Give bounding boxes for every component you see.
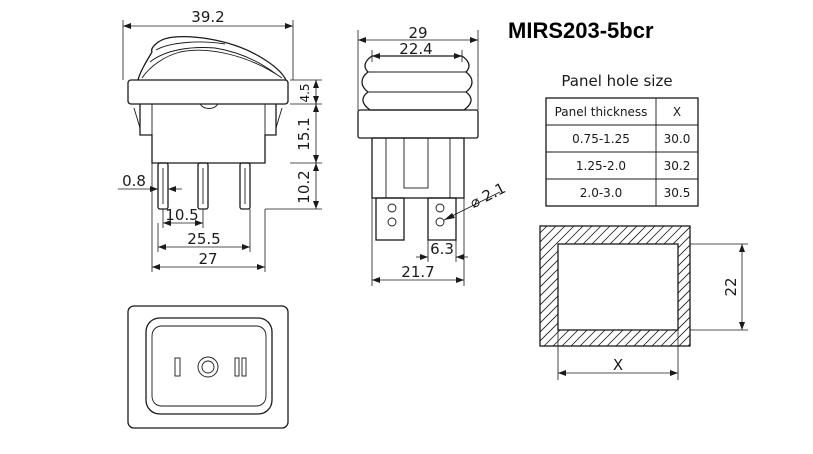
symbol-center-ring-inner bbox=[201, 360, 215, 374]
side-terminals bbox=[157, 162, 251, 210]
symbol-on-bar-1 bbox=[234, 357, 240, 377]
panel-cutout: 22 X bbox=[400, 225, 748, 380]
dim-body-height: 15.1 bbox=[295, 117, 313, 150]
dim-body-width: 27 bbox=[198, 250, 217, 268]
dim-front-width-outer: 29 bbox=[408, 24, 427, 42]
hatch-line bbox=[660, 226, 690, 346]
table-cell: 2.0-3.0 bbox=[580, 186, 623, 200]
hatch-line bbox=[540, 226, 557, 346]
dim-width-top: 39.2 bbox=[191, 8, 224, 26]
table-header-thickness: Panel thickness bbox=[555, 105, 648, 119]
table-cell: 0.75-1.25 bbox=[572, 132, 630, 146]
dim-outer-terminals: 25.5 bbox=[187, 230, 220, 248]
panel-heading: Panel hole size bbox=[561, 72, 672, 90]
symbol-center-ring-outer bbox=[197, 356, 219, 378]
table-cell: 30.2 bbox=[664, 159, 691, 173]
symbol-on-bar-2 bbox=[241, 357, 247, 377]
dim-cutout-width: X bbox=[613, 356, 623, 374]
table-cell: 1.25-2.0 bbox=[576, 159, 626, 173]
dim-base-width: 21.7 bbox=[401, 263, 434, 281]
dim-tab-width: 6.3 bbox=[430, 240, 454, 258]
dim-cap-height: 4.5 bbox=[298, 83, 312, 102]
dim-front-width-inner: 22.4 bbox=[399, 40, 432, 58]
dim-cutout-height: 22 bbox=[722, 277, 740, 296]
symbol-off-bar bbox=[174, 357, 181, 377]
part-number-title: MIRS203-5bcr bbox=[508, 18, 654, 43]
hatch-line bbox=[409, 226, 529, 346]
dim-terminal-pitch: 10.5 bbox=[165, 206, 198, 224]
hatch-line bbox=[540, 226, 566, 346]
panel-hole-table: Panel hole size Panel thickness X 0.75-1… bbox=[545, 72, 699, 207]
dim-terminal-height: 10.2 bbox=[295, 170, 313, 203]
table-cell: 30.0 bbox=[664, 132, 691, 146]
hatch-line bbox=[400, 226, 520, 346]
table-cell: 30.5 bbox=[664, 186, 691, 200]
hatch-line bbox=[540, 226, 575, 346]
front-terminals bbox=[375, 197, 457, 241]
front-view: 29 22.4 ⌀ 2.1 6.3 21.7 bbox=[357, 24, 509, 286]
side-view: 39.2 4.5 15.1 10.2 0.8 10.5 bbox=[118, 8, 322, 272]
table-header-x: X bbox=[673, 105, 681, 119]
dim-hole-diameter: ⌀ 2.1 bbox=[467, 179, 509, 212]
dim-terminal-thickness: 0.8 bbox=[122, 172, 146, 190]
top-view bbox=[127, 305, 289, 429]
